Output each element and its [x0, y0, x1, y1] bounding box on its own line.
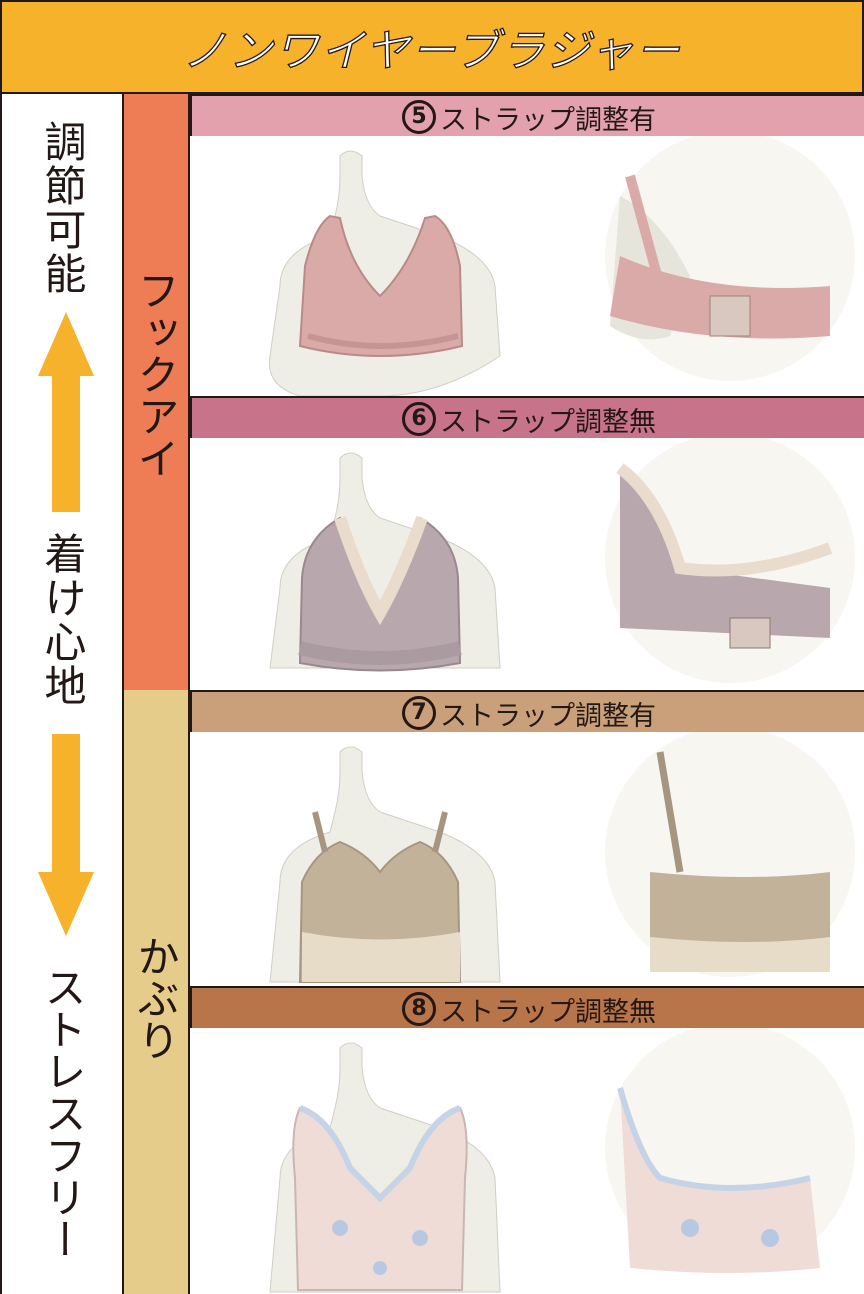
category-hook-eye-label: フックアイ [131, 269, 180, 479]
bra-illustration-8 [269, 1028, 855, 1293]
bra-illustration-7 [269, 732, 855, 983]
bra-illustration-5 [268, 136, 855, 396]
product-photo-8 [190, 1028, 864, 1294]
category-hook-eye: フックアイ [124, 94, 190, 690]
category-pullover-label: かぶり [131, 935, 180, 1061]
product-photo-5 [190, 136, 864, 396]
scale-column [0, 94, 124, 1294]
section-header-8: 8 ストラップ調整無 [190, 986, 864, 1032]
arrow-up-icon [38, 312, 94, 376]
section-header-5: 5 ストラップ調整有 [190, 94, 864, 140]
arrow-down-icon [38, 872, 94, 936]
arrow-down-shaft [52, 734, 80, 874]
section-number-8: 8 [402, 992, 436, 1026]
section-label-5: ストラップ調整有 [440, 104, 656, 136]
page-title: ノンワイヤーブラジャー [182, 25, 682, 77]
section-number-6: 6 [402, 402, 436, 436]
category-pullover: かぶり [124, 690, 190, 1294]
section-label-7: ストラップ調整有 [440, 700, 656, 732]
bra-illustration-6 [269, 438, 855, 683]
scale-middle-label: 着け心地 [38, 532, 87, 708]
section-number-5: 5 [402, 100, 436, 134]
scale-bottom-label: ストレスフリー [38, 966, 87, 1260]
scale-top-label: 調節可能 [38, 120, 87, 296]
title-bar: ノンワイヤーブラジャー [0, 0, 864, 94]
arrow-up-shaft [52, 374, 80, 512]
section-header-6: 6 ストラップ調整無 [190, 396, 864, 442]
section-label-8: ストラップ調整無 [440, 996, 656, 1028]
section-number-7: 7 [402, 696, 436, 730]
product-photo-7 [190, 732, 864, 986]
section-header-7: 7 ストラップ調整有 [190, 690, 864, 736]
product-photo-6 [190, 438, 864, 690]
section-label-6: ストラップ調整無 [440, 406, 656, 438]
